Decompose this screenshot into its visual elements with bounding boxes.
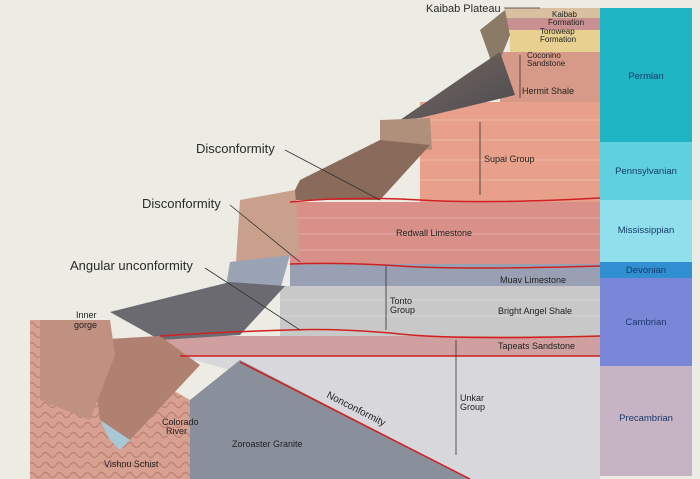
zoroaster-granite-layer	[190, 360, 470, 479]
period-pennsylvanian-label: Pennsylvanian	[615, 166, 677, 177]
leader-lines	[204, 7, 540, 331]
tapeats-sandstone-label: Tapeats Sandstone	[498, 341, 575, 351]
tonto-label-2: Group	[390, 305, 415, 315]
coconino-label-1: Coconino	[527, 51, 561, 60]
zoroaster-granite-label: Zoroaster Granite	[232, 439, 303, 449]
hermit-shale-label: Hermit Shale	[522, 86, 574, 96]
disconformity-lower-label: Disconformity	[142, 196, 221, 211]
period-cambrian-label: Cambrian	[625, 317, 666, 328]
period-permian-bar	[600, 8, 692, 142]
colorado-river-label-2: River	[166, 426, 187, 436]
period-precambrian-bar	[600, 366, 692, 476]
supai-redwall-contact-line	[289, 197, 601, 203]
coconino-label-2: Sandstone	[527, 59, 566, 68]
tonto-label-1: Tonto	[390, 296, 412, 306]
tapeats-unkar-contact-line	[159, 328, 601, 339]
redwall-muav-contact-line	[289, 262, 601, 269]
period-mississippian-label: Mississippian	[618, 225, 675, 236]
bright-angel-layer	[280, 286, 600, 336]
supai-group-label: Supai Group	[484, 154, 535, 164]
period-pennsylvanian-bar	[600, 142, 692, 200]
unconformity-lines	[159, 197, 601, 479]
strata-stripes	[280, 119, 600, 317]
disconformity-upper-label: Disconformity	[196, 141, 275, 156]
period-mississippian-bar	[600, 200, 692, 262]
tapeats-layer	[160, 336, 600, 356]
canyon-wall	[40, 10, 515, 450]
period-devonian-bar	[600, 262, 692, 278]
angular-unconformity-label: Angular unconformity	[70, 258, 193, 273]
period-permian-label: Permian	[628, 71, 663, 82]
redwall-layer	[290, 202, 600, 264]
muav-limestone-label: Muav Limestone	[500, 275, 566, 285]
period-cambrian-bar	[600, 278, 692, 366]
period-devonian-label: Devonian	[626, 265, 666, 276]
kaibab-formation-label-1: Kaibab	[552, 10, 577, 19]
period-precambrian-label: Precambrian	[619, 413, 673, 424]
toroweap-label-1: Toroweap	[540, 27, 575, 36]
colorado-river-label-1: Colorado	[162, 417, 199, 427]
nonconformity-line	[239, 361, 471, 479]
kaibab-formation-label-2: Formation	[548, 18, 584, 27]
inner-gorge-label-1: Inner	[76, 310, 97, 320]
toroweap-label-2: Formation	[540, 35, 576, 44]
redwall-limestone-label: Redwall Limestone	[396, 228, 472, 238]
unkar-label-1: Unkar	[460, 393, 484, 403]
supai-layer	[420, 102, 600, 202]
hermit-shale-layer	[500, 52, 600, 102]
unkar-label-2: Group	[460, 402, 485, 412]
bracket-lines	[385, 55, 521, 455]
toroweap-layer	[505, 18, 600, 30]
coconino-layer	[510, 30, 600, 52]
inner-gorge-label-2: gorge	[74, 320, 97, 330]
muav-layer	[290, 264, 600, 286]
geologic-period-column	[600, 8, 692, 476]
kaibab-plateau-label: Kaibab Plateau	[426, 3, 501, 15]
colorado-river-water	[100, 420, 130, 450]
vishnu-schist-label: Vishnu Schist	[104, 459, 159, 469]
kaibab-layer	[505, 8, 600, 18]
bright-angel-shale-label: Bright Angel Shale	[498, 306, 572, 316]
